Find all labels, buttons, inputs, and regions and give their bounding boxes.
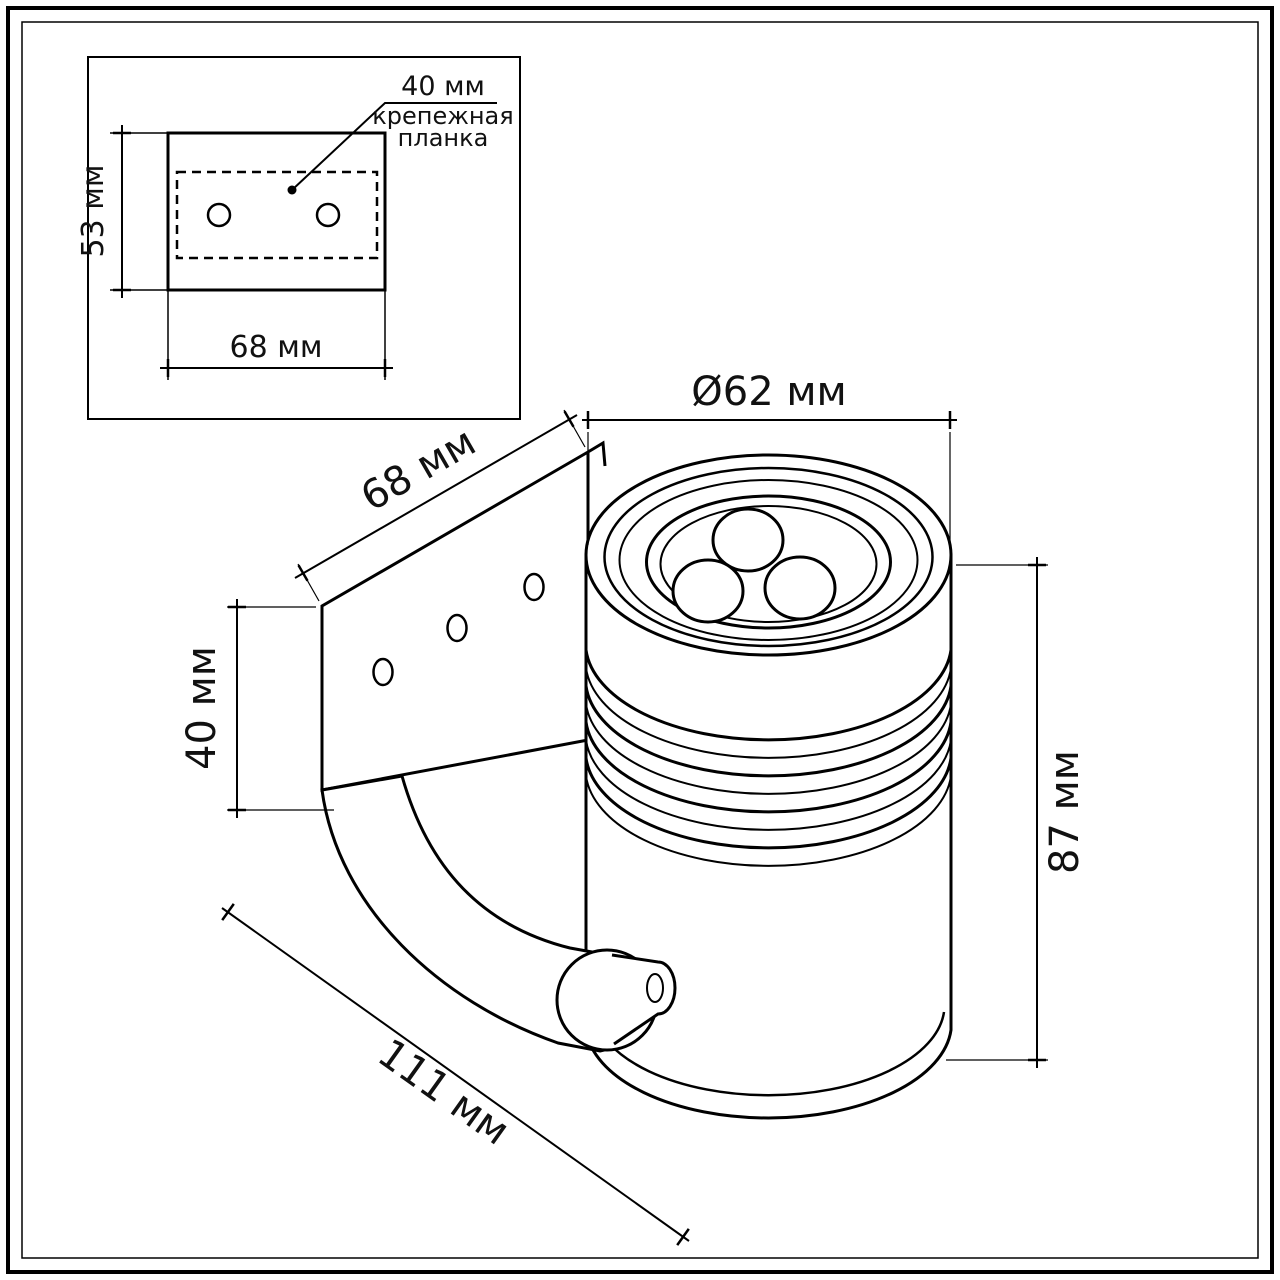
base-ring-line (591, 1011, 946, 1097)
bracket-height-label: 40 мм (179, 646, 225, 770)
fin-arc (584, 721, 953, 814)
rim-ring-inner (618, 479, 919, 641)
fin-arc (584, 757, 953, 850)
callout-label-line2: планка (398, 124, 489, 152)
mount-hole-right (315, 202, 341, 228)
dimension-tick (676, 1228, 690, 1246)
bracket-hole (372, 657, 394, 687)
mount-bar-dashed-outline (175, 170, 379, 260)
dimension-plate-height: 53 мм (76, 125, 168, 298)
led-lens (763, 555, 837, 621)
bracket-hole (446, 613, 468, 643)
fin-arc (585, 739, 952, 831)
led-lens (671, 558, 745, 624)
bracket-hole (523, 572, 545, 602)
fin-arc (585, 775, 952, 867)
mount-hole-left (206, 202, 232, 228)
callout-leader-line (291, 102, 497, 191)
lens-bezel (645, 494, 892, 630)
dimension-line (294, 414, 578, 579)
dimension-body-height: 87 мм (946, 557, 1088, 1068)
bracket-width-label: 68 мм (353, 419, 483, 521)
body-height-label: 87 мм (1042, 750, 1088, 874)
overall-depth-label: 111 мм (369, 1030, 517, 1154)
dimension-tick (221, 903, 235, 921)
inset-frame (87, 56, 521, 420)
diameter-label: Ø62 мм (691, 369, 846, 415)
bracket-top-flange (587, 440, 607, 467)
dimension-diameter: Ø62 мм (582, 369, 957, 545)
lamp-cylinder (584, 453, 953, 1120)
inset-mounting-plate-view: 40 мм крепежная планка 53 мм 68 мм (76, 56, 521, 420)
plate-outline (166, 131, 387, 292)
dimension-bracket-height: 40 мм (179, 599, 334, 818)
plate-width-label: 68 мм (230, 330, 323, 365)
lens-inner-ring (659, 505, 878, 623)
bracket-strap (320, 774, 677, 1053)
dimension-tick (563, 410, 575, 428)
fin-arc (585, 703, 952, 795)
spotlight-isometric-view: Ø62 мм 68 мм 40 мм 87 мм (179, 369, 1088, 1246)
led-lens (711, 507, 785, 573)
inner-border (21, 21, 1259, 1259)
callout-label-line1: крепежная (372, 102, 513, 130)
dimension-tick (297, 564, 309, 582)
dimension-plate-width: 68 мм (160, 290, 393, 380)
fin-arc (585, 667, 952, 759)
fin-arc (584, 685, 953, 778)
dimension-line (221, 907, 690, 1242)
rim-ring (603, 466, 934, 648)
outer-border (6, 6, 1274, 1274)
callout-size-label: 40 мм (401, 71, 485, 102)
pivot-face-detail (646, 973, 664, 1003)
fin-arc (584, 649, 953, 742)
bracket-plate-face (320, 449, 590, 792)
plate-height-label: 53 мм (76, 165, 111, 258)
